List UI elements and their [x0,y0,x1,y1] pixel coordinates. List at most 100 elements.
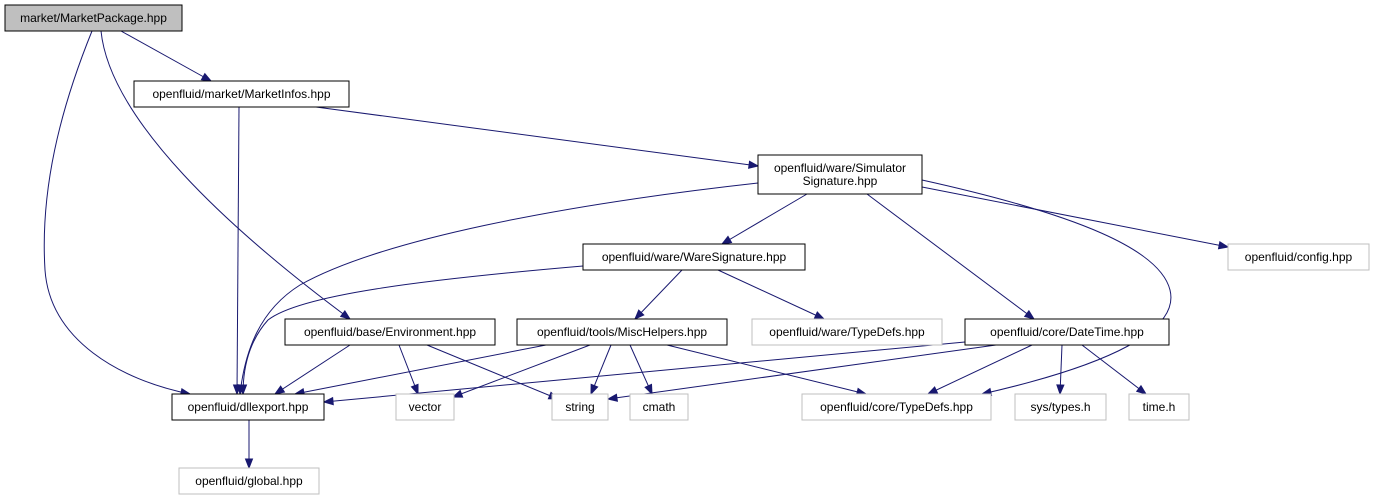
node-label: sys/types.h [1030,400,1090,414]
edge-date_time-to-time_h [1081,344,1148,395]
edge-line [717,269,825,320]
edge-line [452,344,591,398]
edge-arrowhead [339,309,352,320]
node-market-package[interactable]: market/MarketPackage.hpp [4,4,183,32]
node-global: openfluid/global.hpp [178,467,320,495]
node-box [551,393,609,421]
edge-arrowhead [1056,384,1065,396]
node-box [757,154,923,195]
edge-ware_signature-to-ware_typedefs [717,269,826,320]
node-vector: vector [395,393,455,421]
edge-arrowhead [238,384,248,396]
node-label: openfluid/core/DateTime.hpp [990,325,1144,339]
node-label: openfluid/market/MarketInfos.hpp [152,87,330,101]
edge-market_package-to-environment [100,30,352,320]
node-config: openfluid/config.hpp [1227,243,1370,271]
edge-simulator_signature-to-dllexport [236,182,759,396]
edge-market_infos-to-dllexport [232,106,242,396]
edge-arrowhead [748,160,760,169]
edge-simulator_signature-to-config [921,186,1230,250]
node-label: openfluid/ware/WareSignature.hpp [602,250,787,264]
node-label: openfluid/global.hpp [195,474,303,488]
edge-arrowhead [322,396,334,406]
edge-line [921,186,1229,248]
edge-date_time-to-dllexport [322,341,966,406]
edge-arrowhead [590,383,599,396]
node-label: cmath [643,400,676,414]
node-box [4,4,183,32]
edge-ware_signature-to-misc_helpers [634,269,683,320]
nodes-layer: market/MarketPackage.hpp openfluid/market… [4,4,1370,495]
node-dllexport[interactable]: openfluid/dllexport.hpp [171,393,325,421]
node-label: openfluid/tools/MiscHelpers.hpp [537,325,707,339]
edge-environment-to-vector [398,344,419,396]
node-box [516,318,728,346]
edge-misc_helpers-to-cmath [629,344,653,396]
node-date-time[interactable]: openfluid/core/DateTime.hpp [964,318,1170,346]
edge-line [1081,344,1147,395]
edge-arrowhead [606,393,618,402]
node-ware-typedefs: openfluid/ware/TypeDefs.hpp [751,318,943,346]
edge-arrowhead [926,386,939,395]
edge-line [323,341,966,403]
edge-arrowhead [200,72,213,82]
node-label: openfluid/ware/Simulator [774,161,906,175]
edge-line [634,269,683,320]
node-misc-helpers[interactable]: openfluid/tools/MiscHelpers.hpp [516,318,728,346]
edge-arrowhead [813,311,826,320]
node-box [1128,393,1190,421]
node-box [395,393,455,421]
node-box [178,467,320,495]
node-market-infos[interactable]: openfluid/market/MarketInfos.hpp [133,80,350,108]
edge-ware_signature-to-dllexport [238,265,584,396]
edge-misc_helpers-to-string [590,344,612,396]
node-sys-types: sys/types.h [1014,393,1107,421]
node-string: string [551,393,609,421]
edge-simulator_signature-to-ware_signature [720,193,808,245]
edge-line [120,30,212,82]
node-label: time.h [1143,400,1176,414]
edge-line [294,344,547,395]
edge-environment-to-dllexport [273,344,351,395]
node-label: vector [409,400,442,414]
edge-line [607,344,997,400]
edge-line [426,344,559,400]
edge-line [43,30,191,395]
edge-arrowhead [1135,384,1148,395]
node-core-typedefs: openfluid/core/TypeDefs.hpp [801,393,992,421]
edge-arrowhead [244,458,254,470]
edge-arrowhead [644,383,653,396]
node-ware-signature[interactable]: openfluid/ware/WareSignature.hpp [582,243,806,271]
node-label: openfluid/base/Environment.hpp [304,325,476,339]
node-box [751,318,943,346]
edge-misc_helpers-to-dllexport [293,344,547,397]
node-cmath: cmath [629,393,689,421]
node-box [1227,243,1370,271]
edge-arrowhead [1217,241,1230,250]
edge-line [242,265,584,395]
edge-arrowhead [273,385,286,395]
edge-line [274,344,351,395]
edge-arrowhead [451,389,464,398]
node-box [171,393,325,421]
node-environment[interactable]: openfluid/base/Environment.hpp [284,318,496,346]
edge-date_time-to-string [606,344,997,402]
edge-misc_helpers-to-core_typedefs [666,344,868,396]
edge-market_infos-to-simulator_signature [315,106,760,169]
edge-line [721,193,808,245]
edge-arrowhead [720,235,733,245]
edge-line [866,193,1035,320]
edge-market_package-to-market_infos [120,30,213,82]
node-label: market/MarketPackage.hpp [20,11,167,25]
edge-simulator_signature-to-core_typedefs [921,179,1172,397]
edge-arrowhead [410,383,419,396]
node-time-h: time.h [1128,393,1190,421]
edge-line [236,106,240,395]
node-label: openfluid/config.hpp [1245,250,1353,264]
edge-line [927,344,1033,395]
node-box [629,393,689,421]
node-label: openfluid/ware/TypeDefs.hpp [769,325,925,339]
node-box [284,318,496,346]
